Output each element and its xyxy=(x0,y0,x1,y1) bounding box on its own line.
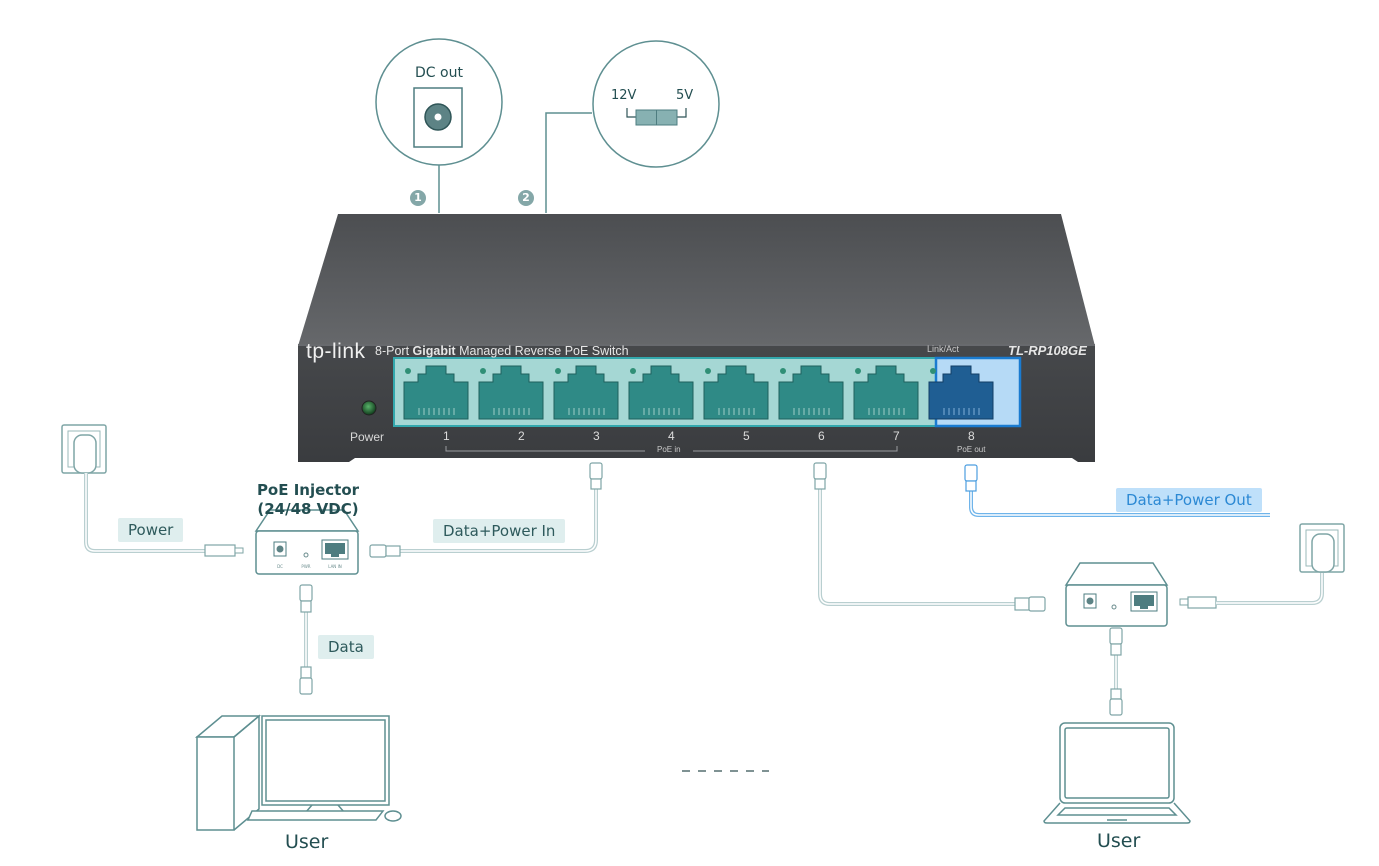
power-label: Power xyxy=(350,430,385,444)
rj45-plug-switch-port8 xyxy=(964,464,978,492)
power-cable-right xyxy=(1216,573,1324,605)
power-led xyxy=(361,400,377,416)
switch-description: 8-Port Gigabit Managed Reverse PoE Switc… xyxy=(375,344,629,358)
port-number-8: 8 xyxy=(968,429,975,443)
inj-left-port-dc: DC xyxy=(277,564,283,569)
port-3 xyxy=(553,365,619,420)
callout-voltage-switch xyxy=(545,40,720,213)
data-power-out-label: Data+Power Out xyxy=(1116,488,1262,512)
voltage-12v-label: 12V xyxy=(611,88,637,103)
port-7-led xyxy=(855,368,861,374)
port-3-led xyxy=(555,368,561,374)
poe-out-label: PoE out xyxy=(957,445,986,454)
switch-device xyxy=(298,214,1095,462)
port-6 xyxy=(778,365,844,420)
model-label: TL-RP108GE xyxy=(1008,343,1087,358)
port-number-7: 7 xyxy=(893,429,900,443)
desktop-computer-icon xyxy=(194,714,402,831)
dc-out-label: DC out xyxy=(415,65,463,81)
port-number-3: 3 xyxy=(593,429,600,443)
callout-dc-out xyxy=(375,38,503,213)
rj45-plug-switch-port3 xyxy=(589,462,603,490)
port-number-2: 2 xyxy=(518,429,525,443)
port-5-led xyxy=(705,368,711,374)
poe-injector-right xyxy=(1064,562,1169,627)
callout-circle-2 xyxy=(592,40,720,168)
laptop-icon xyxy=(1043,722,1191,824)
rj45-plug-injector-left-out xyxy=(299,584,313,613)
rj45-plug-injector-right-in xyxy=(1014,596,1046,612)
port-8 xyxy=(928,365,994,420)
port-4-led xyxy=(630,368,636,374)
port-4 xyxy=(628,365,694,420)
inj-left-port-lan: LAN IN xyxy=(328,564,342,569)
power-adapter-icon xyxy=(1311,533,1335,573)
rj45-plug-laptop xyxy=(1109,688,1123,716)
port-1 xyxy=(403,365,469,420)
ports-group xyxy=(403,365,994,420)
injector-title-line2: (24/48 VDC) xyxy=(257,500,359,518)
desc-bold: Gigabit xyxy=(412,344,456,358)
voltage-5v-label: 5V xyxy=(676,88,694,103)
data-power-in-label: Data+Power In xyxy=(433,519,566,543)
injector-title-line1: PoE Injector xyxy=(256,481,360,499)
port-number-4: 4 xyxy=(668,429,675,443)
inj-left-port-pwr: PWR xyxy=(301,564,310,569)
callout-badge-2: 2 xyxy=(518,190,534,206)
desc-suffix: Managed Reverse PoE Switch xyxy=(459,344,629,358)
poe-in-label: PoE in xyxy=(657,445,681,454)
wall-outlet-right xyxy=(1299,523,1345,573)
port-7 xyxy=(853,365,919,420)
port-number-5: 5 xyxy=(743,429,750,443)
dc-plug-left xyxy=(204,544,236,557)
callout-leader-2 xyxy=(545,112,592,213)
power-adapter-icon xyxy=(73,434,97,474)
rj45-plug-switch-port6 xyxy=(813,462,827,490)
injector-title: PoE Injector (24/48 VDC) xyxy=(245,481,371,519)
port-8-led xyxy=(930,368,936,374)
port-number-1: 1 xyxy=(443,429,450,443)
port-1-led xyxy=(405,368,411,374)
rj45-plug-pc xyxy=(299,666,313,695)
data-power-in-cable-right xyxy=(818,488,1015,606)
data-label: Data xyxy=(318,635,374,659)
port-2 xyxy=(478,365,544,420)
rj45-plug-injector-left-in xyxy=(369,544,401,558)
port-2-led xyxy=(480,368,486,374)
port-number-6: 6 xyxy=(818,429,825,443)
switch-top xyxy=(298,214,1095,346)
desc-prefix: 8-Port xyxy=(375,344,410,358)
poe-injector-left xyxy=(254,509,360,575)
callout-badge-1: 1 xyxy=(410,190,426,206)
dc-plug-right xyxy=(1187,596,1217,609)
brand-logo: tp-link xyxy=(306,340,366,363)
port-6-led xyxy=(780,368,786,374)
power-label-left: Power xyxy=(118,518,184,542)
port-5 xyxy=(703,365,769,420)
user-label-right: User xyxy=(1097,830,1141,852)
rj45-plug-injector-right-out xyxy=(1109,627,1123,656)
user-label-left: User xyxy=(285,831,329,853)
link-act-label: Link/Act xyxy=(927,344,960,354)
wall-outlet-left xyxy=(61,424,107,474)
